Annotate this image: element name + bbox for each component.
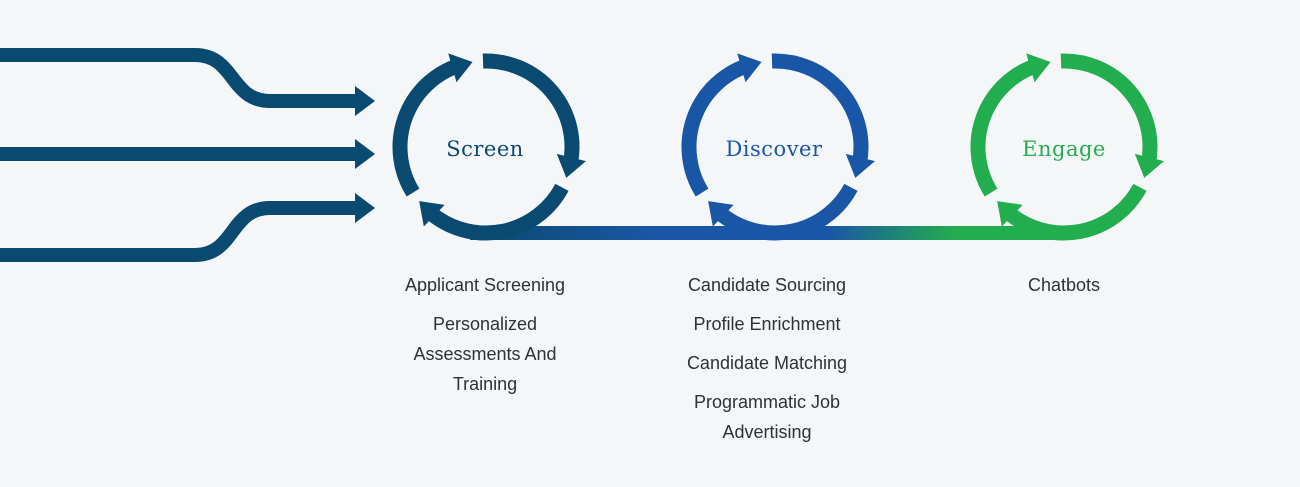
cycle-arrowhead bbox=[845, 153, 875, 178]
input-arrow-bottom-head bbox=[355, 193, 375, 223]
screen-title: Screen bbox=[446, 137, 524, 161]
cycle-arc bbox=[713, 183, 858, 241]
input-arrow-bottom bbox=[0, 201, 357, 262]
discover-item: Profile Enrichment bbox=[693, 314, 841, 334]
cycle-arc bbox=[1060, 53, 1158, 165]
cycle-arrowhead bbox=[556, 153, 586, 178]
discover-items: Candidate Sourcing Profile Enrichment Ca… bbox=[647, 270, 887, 456]
cycle-arrowhead bbox=[737, 53, 762, 83]
engage-title: Engage bbox=[1022, 137, 1106, 161]
cycle-arc bbox=[1002, 183, 1147, 241]
input-arrow-top bbox=[0, 48, 357, 108]
cycle-arc bbox=[681, 58, 750, 197]
cycle-arrowhead bbox=[708, 201, 734, 227]
input-arrow-top-head bbox=[355, 86, 375, 116]
cycle-arc bbox=[970, 58, 1039, 197]
discover-item: Programmatic Job Advertising bbox=[693, 392, 841, 442]
input-arrow-middle-head bbox=[355, 139, 375, 169]
cycle-arrowhead bbox=[997, 201, 1023, 227]
cycle-arrowhead bbox=[1134, 153, 1164, 178]
cycle-arrowhead bbox=[419, 201, 445, 227]
engage-item: Chatbots bbox=[1027, 275, 1101, 295]
cycle-arc bbox=[771, 53, 869, 165]
cycle-arc bbox=[424, 183, 569, 241]
cycle-arrowhead bbox=[448, 53, 473, 83]
screen-item: Personalized Assessments And Training bbox=[413, 314, 557, 394]
screen-cycle-icon bbox=[392, 53, 586, 241]
engage-cycle-icon bbox=[970, 53, 1164, 241]
screen-item: Applicant Screening bbox=[404, 275, 566, 295]
screen-items: Applicant Screening Personalized Assessm… bbox=[365, 270, 605, 408]
discover-cycle-icon bbox=[681, 53, 875, 241]
discover-item: Candidate Sourcing bbox=[687, 275, 847, 295]
cycle-arc bbox=[392, 58, 461, 197]
input-arrows bbox=[0, 48, 375, 262]
discover-item: Candidate Matching bbox=[686, 353, 848, 373]
cycle-arc bbox=[482, 53, 580, 165]
engage-items: Chatbots bbox=[944, 270, 1184, 309]
cycle-arrowhead bbox=[1026, 53, 1051, 83]
discover-title: Discover bbox=[725, 137, 823, 161]
